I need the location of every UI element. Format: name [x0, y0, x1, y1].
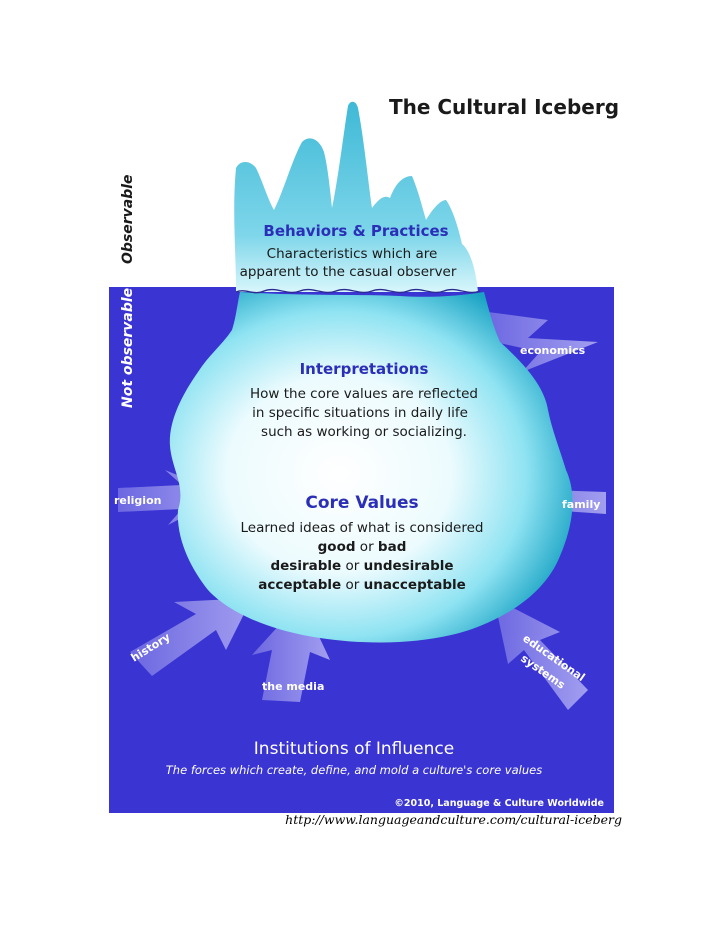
iceberg-body [169, 292, 573, 643]
unacceptable-word: unacceptable [364, 577, 466, 593]
core-values-line-4: acceptable or unacceptable [258, 577, 466, 593]
iceberg [169, 101, 573, 643]
interpretations-heading: Interpretations [300, 360, 429, 378]
family-label: family [562, 498, 600, 511]
iceberg-tip [234, 101, 478, 293]
interpretations-line-2: in specific situations in daily life [252, 405, 468, 421]
core-values-line-1: Learned ideas of what is considered [241, 520, 484, 536]
arrow-religion [118, 470, 226, 525]
or-word: or [356, 539, 378, 555]
undesirable-word: undesirable [364, 558, 454, 574]
behaviors-line-1: Characteristics which are [267, 246, 438, 262]
source-url[interactable]: http://www.languageandculture.com/cultur… [285, 812, 622, 827]
economics-label: economics [520, 344, 586, 357]
waterline [235, 288, 481, 294]
interpretations-line-3: such as working or socializing. [261, 424, 467, 440]
desirable-word: desirable [270, 558, 341, 574]
core-values-heading: Core Values [305, 493, 418, 513]
diagram-title: The Cultural Iceberg [389, 95, 619, 119]
the-media-label: the media [262, 680, 324, 693]
arrow-educational [494, 598, 588, 710]
behaviors-line-2: apparent to the casual observer [240, 264, 457, 280]
core-values-line-3: desirable or undesirable [270, 558, 453, 574]
behaviors-heading: Behaviors & Practices [263, 222, 448, 240]
acceptable-word: acceptable [258, 577, 341, 593]
arrow-economics [486, 312, 598, 372]
interpretations-line-1: How the core values are reflected [250, 386, 478, 402]
copyright-text: ©2010, Language & Culture Worldwide [394, 798, 604, 809]
or-word: or [341, 577, 363, 593]
institutions-heading: Institutions of Influence [254, 739, 454, 759]
arrow-history [130, 598, 252, 676]
not-observable-label: Not observable [120, 288, 136, 408]
bad-word: bad [378, 539, 406, 555]
good-word: good [318, 539, 356, 555]
or-word: or [341, 558, 363, 574]
religion-label: religion [114, 494, 161, 507]
core-values-line-2: good or bad [318, 539, 407, 555]
observable-label: Observable [120, 174, 136, 264]
institutions-subtitle: The forces which create, define, and mol… [166, 763, 542, 777]
